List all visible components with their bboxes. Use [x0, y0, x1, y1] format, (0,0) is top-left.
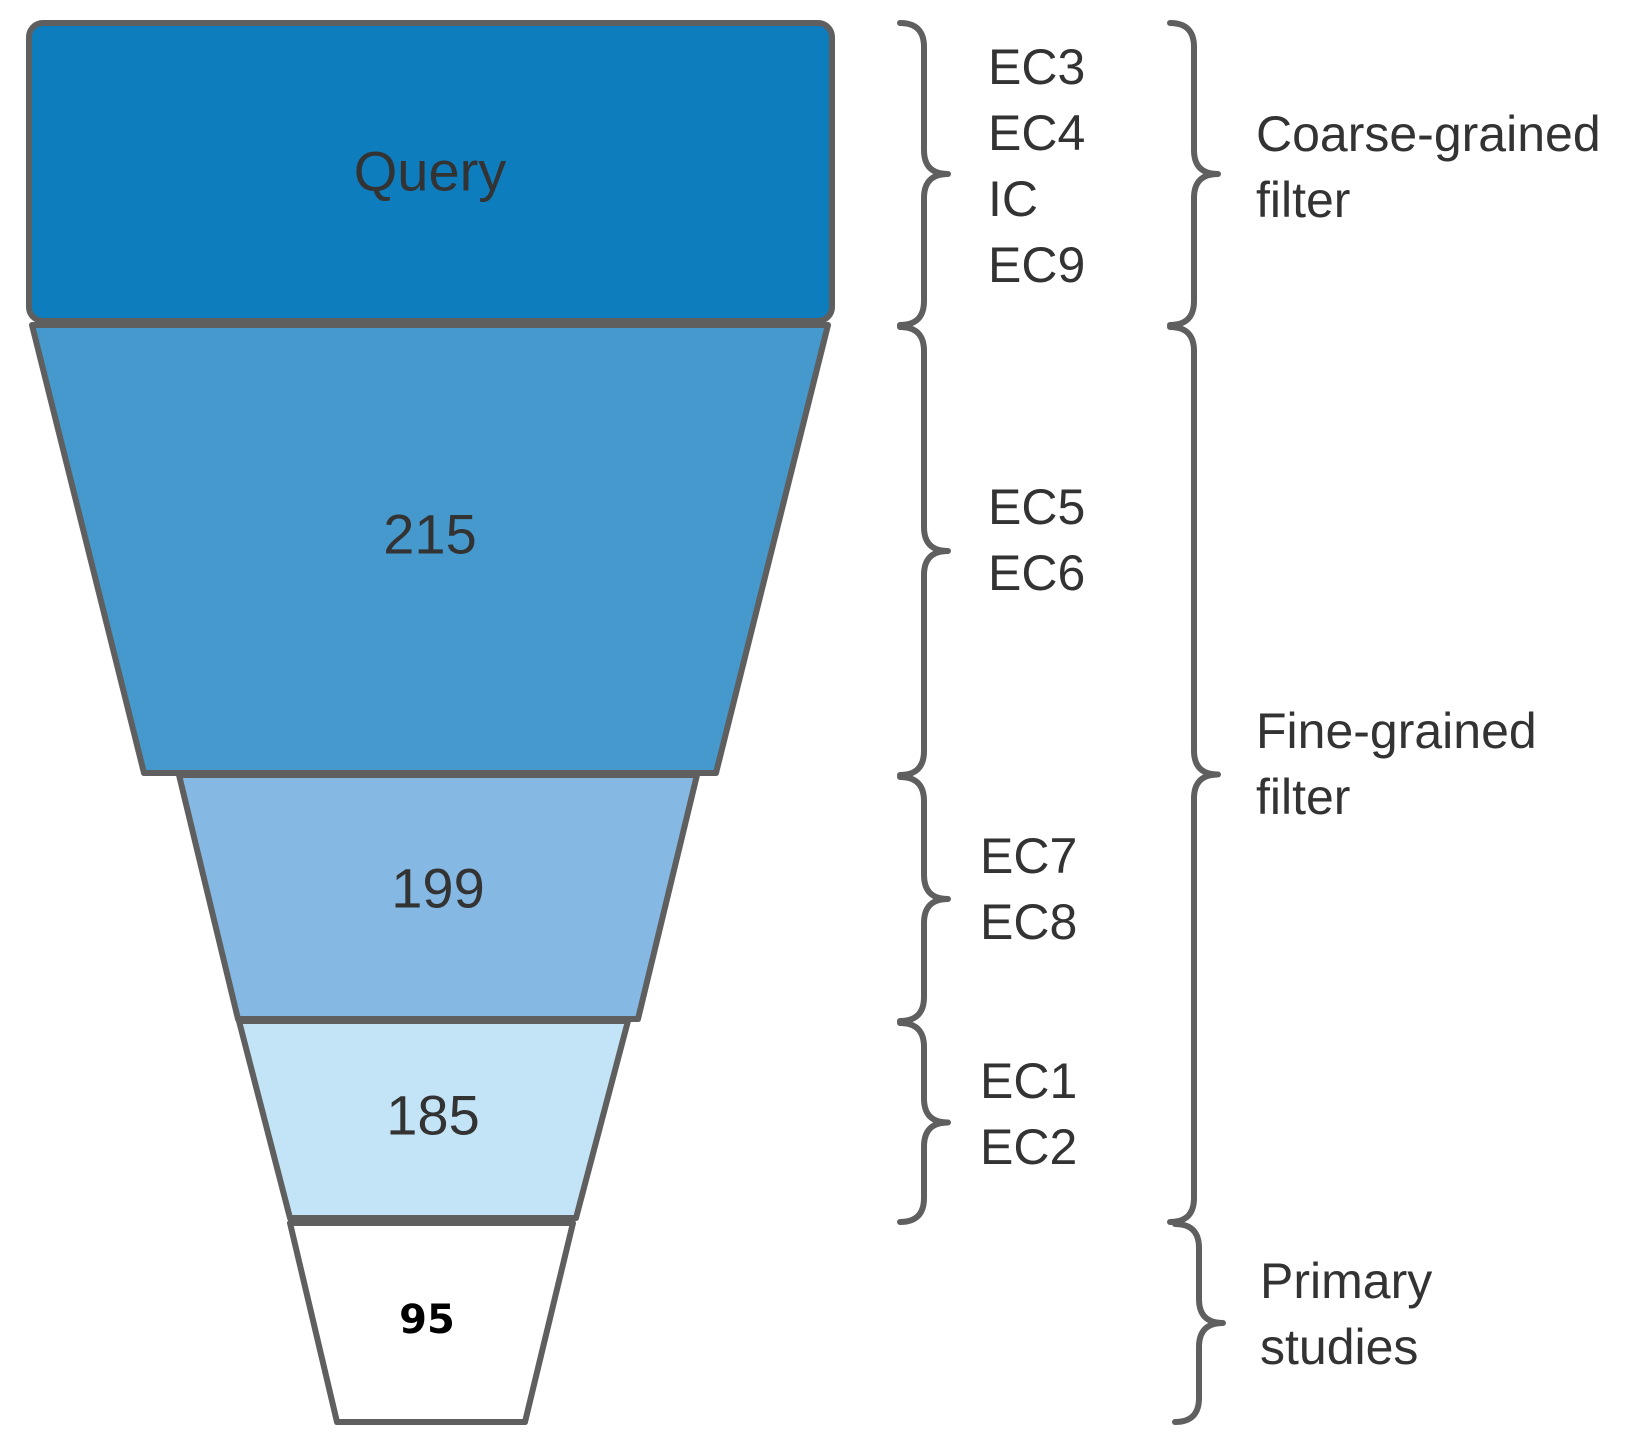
funnel-stages: Query 215 199 185 95	[26, 20, 835, 1425]
phase-label-1-2: filter	[1256, 172, 1350, 228]
phase-label-3-1: Primary	[1260, 1253, 1432, 1309]
criteria-brace-3	[897, 774, 951, 1024]
phase-brace-2	[1167, 324, 1221, 1225]
criteria-label-1-3: IC	[988, 171, 1038, 227]
funnel-stage-4-label: 185	[386, 1084, 479, 1147]
criteria-brace-1	[897, 20, 951, 328]
braces	[897, 20, 1226, 1425]
phase-label-3-2: studies	[1260, 1319, 1418, 1375]
funnel-stage-3	[176, 772, 700, 1022]
phase-brace-1	[1167, 20, 1221, 328]
funnel-stage-1	[26, 20, 835, 324]
funnel-stage-1-label: Query	[354, 140, 507, 203]
phase-label-2-2: filter	[1256, 769, 1350, 825]
funnel-stage-3-label: 199	[391, 857, 484, 920]
criteria-brace-4	[897, 1020, 951, 1225]
phase-label-1-1: Coarse-grained	[1256, 106, 1601, 162]
criteria-label-1-1: EC3	[988, 39, 1085, 95]
criteria-label-2-2: EC6	[988, 545, 1085, 601]
funnel-stage-4	[236, 1018, 631, 1221]
criteria-label-1-4: EC9	[988, 237, 1085, 293]
criteria-brace-2	[897, 324, 951, 778]
phase-brace-3	[1172, 1221, 1226, 1425]
funnel-stage-2	[29, 322, 831, 776]
criteria-label-4-1: EC1	[980, 1053, 1077, 1109]
funnel-stage-5-label: 95	[399, 1297, 455, 1343]
criteria-label-3-2: EC8	[980, 894, 1077, 950]
funnel-stage-5	[287, 1220, 576, 1425]
criteria-label-1-2: EC4	[988, 105, 1085, 161]
criteria-label-3-1: EC7	[980, 828, 1077, 884]
criteria-label-2-1: EC5	[988, 479, 1085, 535]
phase-labels: Coarse-grainedfilterFine-grainedfilterPr…	[1256, 106, 1601, 1375]
funnel-stage-2-label: 215	[383, 503, 476, 566]
criteria-label-4-2: EC2	[980, 1119, 1077, 1175]
phase-label-2-1: Fine-grained	[1256, 703, 1537, 759]
